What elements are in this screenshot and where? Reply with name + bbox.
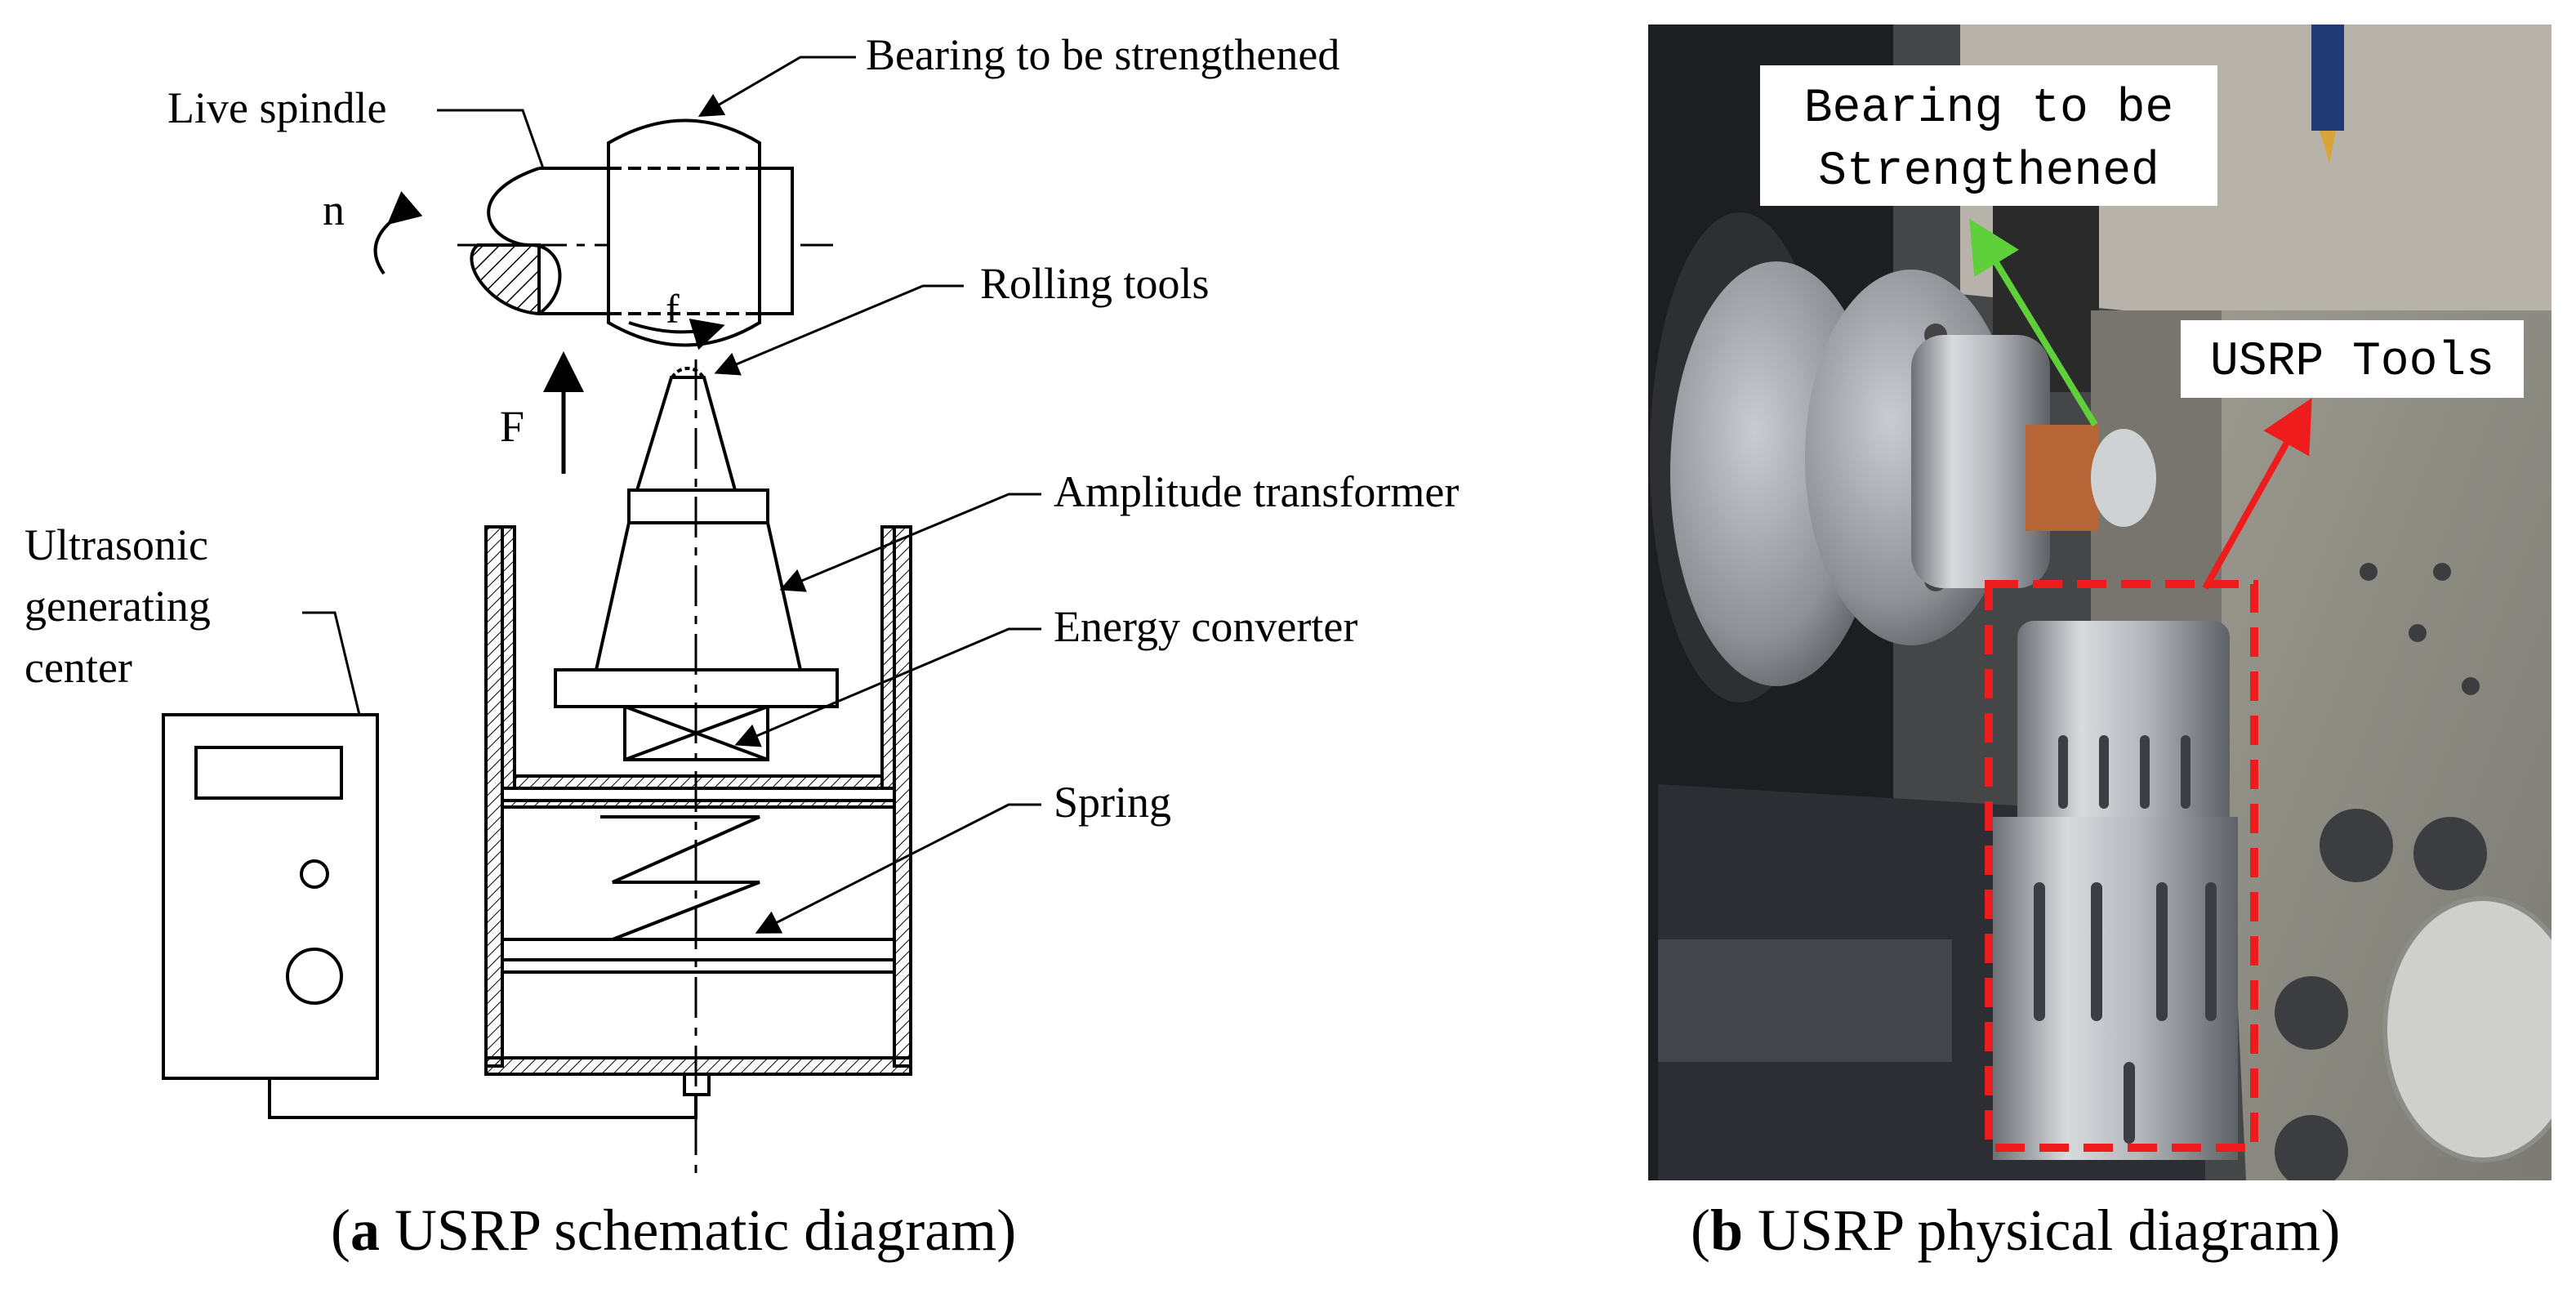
label-bearing: Bearing to be strengthened <box>866 30 1339 79</box>
bearing-to-be-strengthened <box>607 118 794 347</box>
caption-b-text: USRP physical diagram <box>1743 1198 2320 1263</box>
photo-label-bearing: Bearing to be Strengthened <box>1760 65 2217 206</box>
caption-a: (a USRP schematic diagram) <box>331 1198 1016 1263</box>
housing <box>484 525 912 1096</box>
label-F: F <box>500 402 524 451</box>
leader-lines <box>302 56 1041 934</box>
label-amplitude-transformer: Amplitude transformer <box>1054 467 1459 516</box>
schematic-panel <box>162 56 1041 1176</box>
usrp-tools-highlight <box>1985 580 2258 1152</box>
label-n: n <box>323 185 345 234</box>
label-rolling-tools: Rolling tools <box>980 259 1210 308</box>
bearing-arrow <box>1969 218 2098 427</box>
photo-label-usrp: USRP Tools <box>2181 320 2524 398</box>
label-ultrasonic-line1: Ultrasonic <box>25 520 208 569</box>
caption-b-letter: b <box>1710 1198 1743 1263</box>
label-spring: Spring <box>1054 778 1171 827</box>
label-live-spindle: Live spindle <box>167 83 386 132</box>
photo-label-bearing-line2: Strengthened <box>1818 145 2159 199</box>
spring <box>600 815 760 941</box>
ultrasonic-generator <box>162 713 379 1080</box>
label-f: f <box>666 286 680 332</box>
caption-a-letter: a <box>350 1198 380 1263</box>
photo-label-bearing-line1: Bearing to be <box>1804 83 2173 136</box>
label-energy-converter: Energy converter <box>1054 602 1357 651</box>
caption-b: (b USRP physical diagram) <box>1691 1198 2340 1263</box>
photo-panel: Bearing to be Strengthened USRP Tools <box>1648 25 2551 1180</box>
schematic-labels: Live spindle Bearing to be strengthened … <box>25 30 1459 827</box>
usrp-tools-arrow <box>2202 398 2312 590</box>
cable <box>268 1078 697 1119</box>
label-ultrasonic-line3: center <box>25 643 132 692</box>
photo-label-usrp-text: USRP Tools <box>2210 336 2494 389</box>
caption-a-text: USRP schematic diagram <box>380 1198 996 1263</box>
label-ultrasonic-line2: generating <box>25 582 211 631</box>
